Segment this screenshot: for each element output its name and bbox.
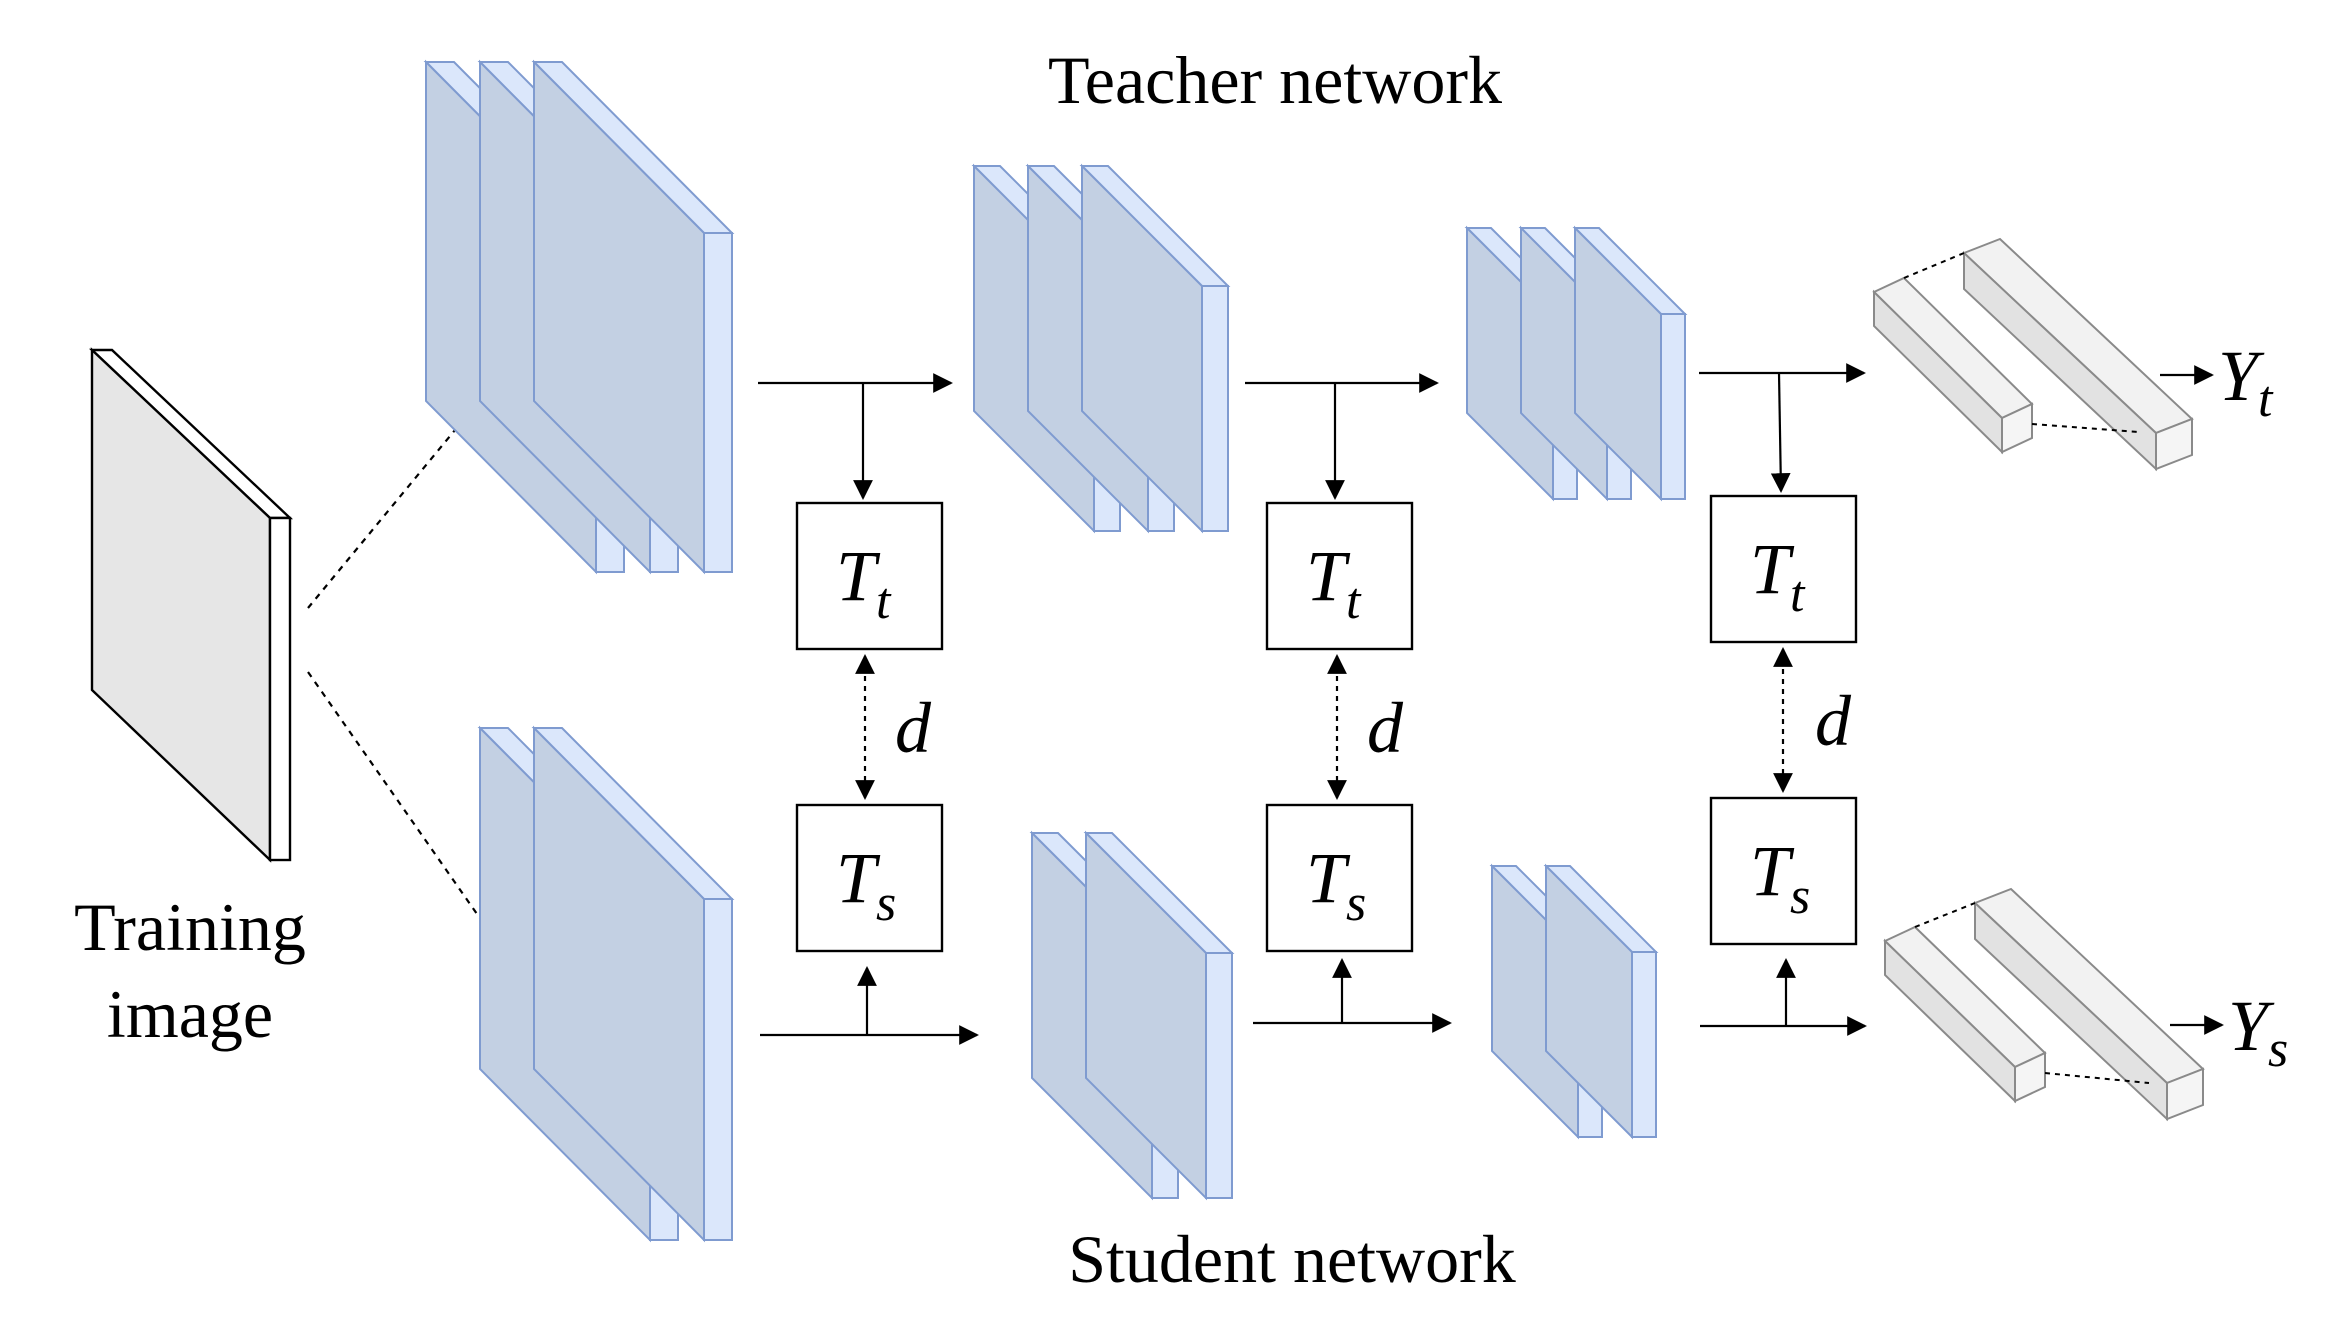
training-image	[88, 347, 294, 863]
input-to-teacher-dotted-arrow	[307, 376, 500, 609]
distance-connector-2: d	[1327, 654, 1404, 800]
svg-text:Tt: Tt	[1750, 529, 1806, 623]
svg-text:Ts: Ts	[836, 838, 896, 932]
output-correspondence-line	[2044, 1072, 2150, 1084]
transform-symbol: T	[1750, 831, 1795, 911]
transform-symbol: T	[1750, 529, 1795, 609]
distance-connector-1: d	[855, 654, 932, 800]
output-vectors	[1872, 237, 2205, 1122]
student-transform-box-2: Ts	[1265, 803, 1414, 953]
svg-text:Tt: Tt	[1306, 536, 1362, 630]
teacher-output-bar-long	[1962, 237, 2194, 472]
output-correspondence-line	[2031, 423, 2139, 433]
distance-connector-3: d	[1773, 647, 1852, 793]
distance-label: d	[895, 688, 932, 768]
student-flow	[760, 958, 1867, 1045]
teacher-stack-2-layer-3	[1079, 163, 1231, 534]
teacher-transform-box-1: Tt	[795, 501, 944, 651]
student-transform-box-1: Ts	[795, 803, 944, 953]
training-image-label-line2: image	[107, 976, 273, 1052]
teacher-flow	[758, 363, 1866, 500]
transform-subscript: t	[1790, 566, 1806, 623]
transform-subscript: s	[876, 875, 896, 932]
training-image-label-line1: Training	[74, 889, 306, 965]
transform-symbol: T	[836, 536, 881, 616]
teacher-stack-3	[1464, 225, 1688, 502]
student-output-bar-short	[1883, 925, 2047, 1104]
feature-map-layers	[423, 59, 1688, 1243]
transform-symbol: T	[1306, 536, 1351, 616]
teacher-output-label: Yt	[2218, 336, 2274, 428]
teacher-transform-box-2: Tt	[1265, 501, 1414, 651]
teacher-output-vector	[1872, 237, 2194, 472]
teacher-stack-1	[423, 59, 735, 575]
student-stack-2	[1029, 830, 1235, 1201]
distance-label: d	[1367, 688, 1404, 768]
student-stack-1	[477, 725, 735, 1243]
svg-text:Ts: Ts	[1306, 838, 1366, 932]
student-output-label: Ys	[2228, 986, 2288, 1078]
student-stack-2-layer-2	[1083, 830, 1235, 1201]
student-stack-3-layer-2	[1543, 863, 1659, 1140]
teacher-transform-box-3: Tt	[1709, 494, 1858, 644]
svg-text:Ts: Ts	[1750, 831, 1810, 925]
transform-subscript: s	[1790, 868, 1810, 925]
output-correspondence-line	[1914, 902, 1976, 928]
student-stack-1-layer-2	[531, 725, 735, 1243]
transform-subscript: s	[1346, 875, 1366, 932]
transform-subscript: t	[876, 573, 892, 630]
teacher-network-title: Teacher network	[1048, 42, 1502, 118]
teacher-stack-3-layer-3	[1572, 225, 1688, 502]
teacher-stack-1-layer-3	[531, 59, 735, 575]
student-network-title: Student network	[1068, 1221, 1516, 1297]
output-correspondence-line	[1903, 252, 1965, 279]
student-transform-box-3: Ts	[1709, 796, 1858, 946]
student-stack-3	[1489, 863, 1659, 1140]
transform-symbol: T	[1306, 838, 1351, 918]
student-output-bar-long	[1973, 887, 2205, 1122]
student-output-vector	[1883, 887, 2205, 1122]
transform-symbol: T	[836, 838, 881, 918]
teacher-stack-2	[971, 163, 1231, 534]
transform-subscript: t	[1346, 573, 1362, 630]
distance-label: d	[1815, 681, 1852, 761]
svg-text:Tt: Tt	[836, 536, 892, 630]
teacher-output-bar-short	[1872, 276, 2034, 455]
